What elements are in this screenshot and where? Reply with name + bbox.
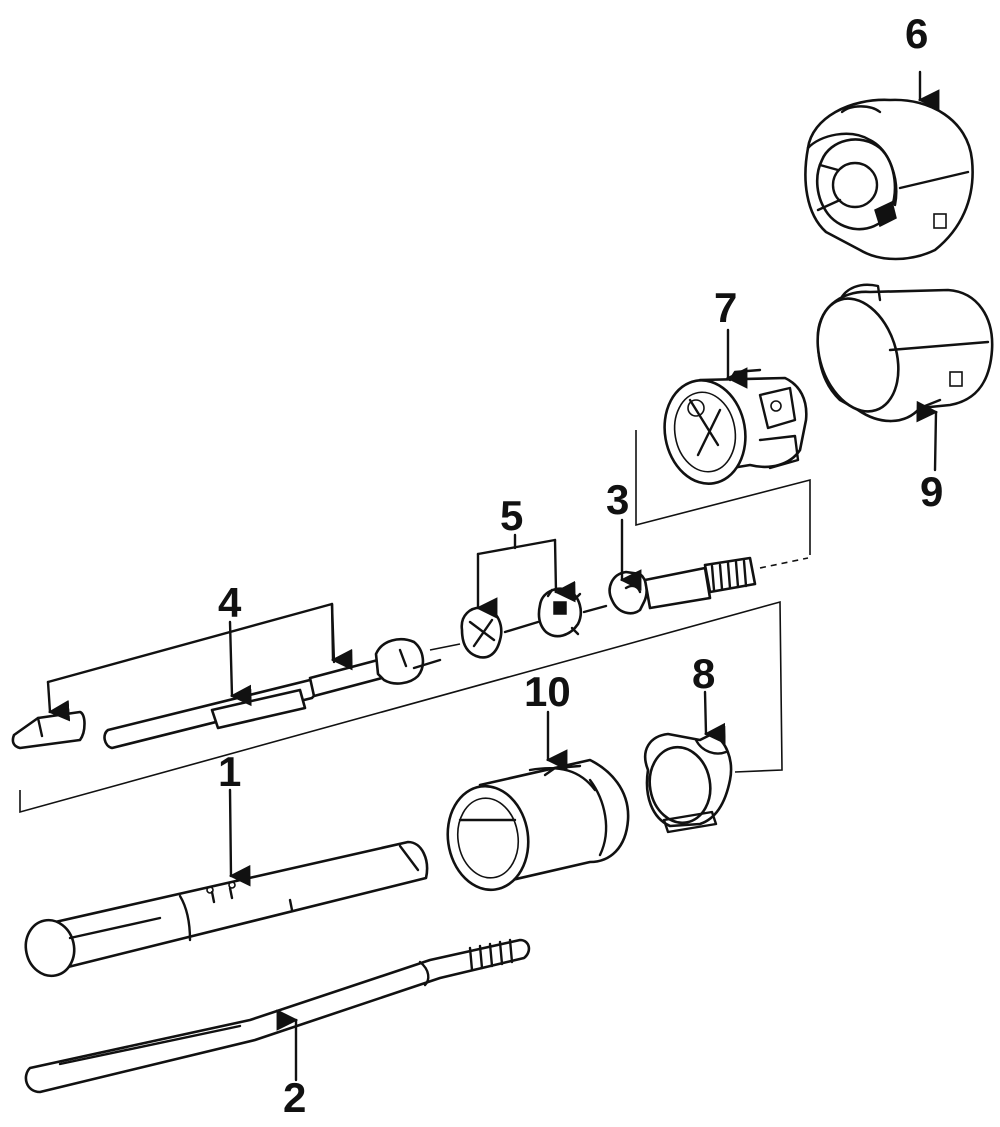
leader-lines (19, 70, 940, 1082)
part-4-linkage (11, 638, 442, 750)
callouts: 6 7 9 3 5 4 10 8 1 2 (218, 10, 943, 1121)
callout-9: 9 (920, 468, 943, 515)
part-5-bearings (460, 587, 608, 659)
callout-6: 6 (905, 10, 928, 57)
part-9-lower-cover (816, 283, 994, 423)
callout-7: 7 (714, 284, 737, 331)
callout-3: 3 (606, 476, 629, 523)
callout-10: 10 (524, 668, 571, 715)
callout-5: 5 (500, 492, 523, 539)
callout-8: 8 (692, 650, 715, 697)
callout-2: 2 (283, 1074, 306, 1121)
callout-4: 4 (218, 579, 242, 626)
part-3-shaft-coupling (608, 556, 809, 615)
part-2-steering-shaft (24, 938, 531, 1094)
part-1-jacket-tube (24, 840, 429, 978)
callout-1: 1 (218, 748, 241, 795)
part-6-upper-cover (804, 98, 974, 261)
part-10-bowl (446, 758, 630, 892)
part-7-housing (663, 368, 808, 485)
part-8-lock-housing (643, 732, 733, 834)
